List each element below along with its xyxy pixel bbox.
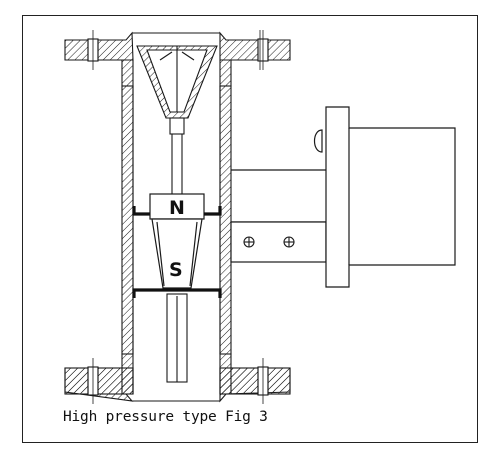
- cone-guide: [136, 45, 218, 135]
- cross-screw-icon: [283, 236, 295, 248]
- figure-border: [22, 15, 478, 443]
- north-pole-label: N: [169, 197, 185, 219]
- top-bolt-centerlines: [92, 30, 264, 70]
- bottom-flange: [64, 353, 291, 403]
- cross-screw-icon: [243, 236, 255, 248]
- south-pole-label: S: [169, 259, 183, 281]
- magnetic-float: [149, 193, 205, 289]
- figure-caption: High pressure type Fig 3: [63, 409, 268, 425]
- indicator-housing: [230, 106, 456, 288]
- bottom-bolt-centerlines: [92, 358, 264, 404]
- float-stops: [132, 206, 222, 298]
- guide-rod: [166, 134, 188, 383]
